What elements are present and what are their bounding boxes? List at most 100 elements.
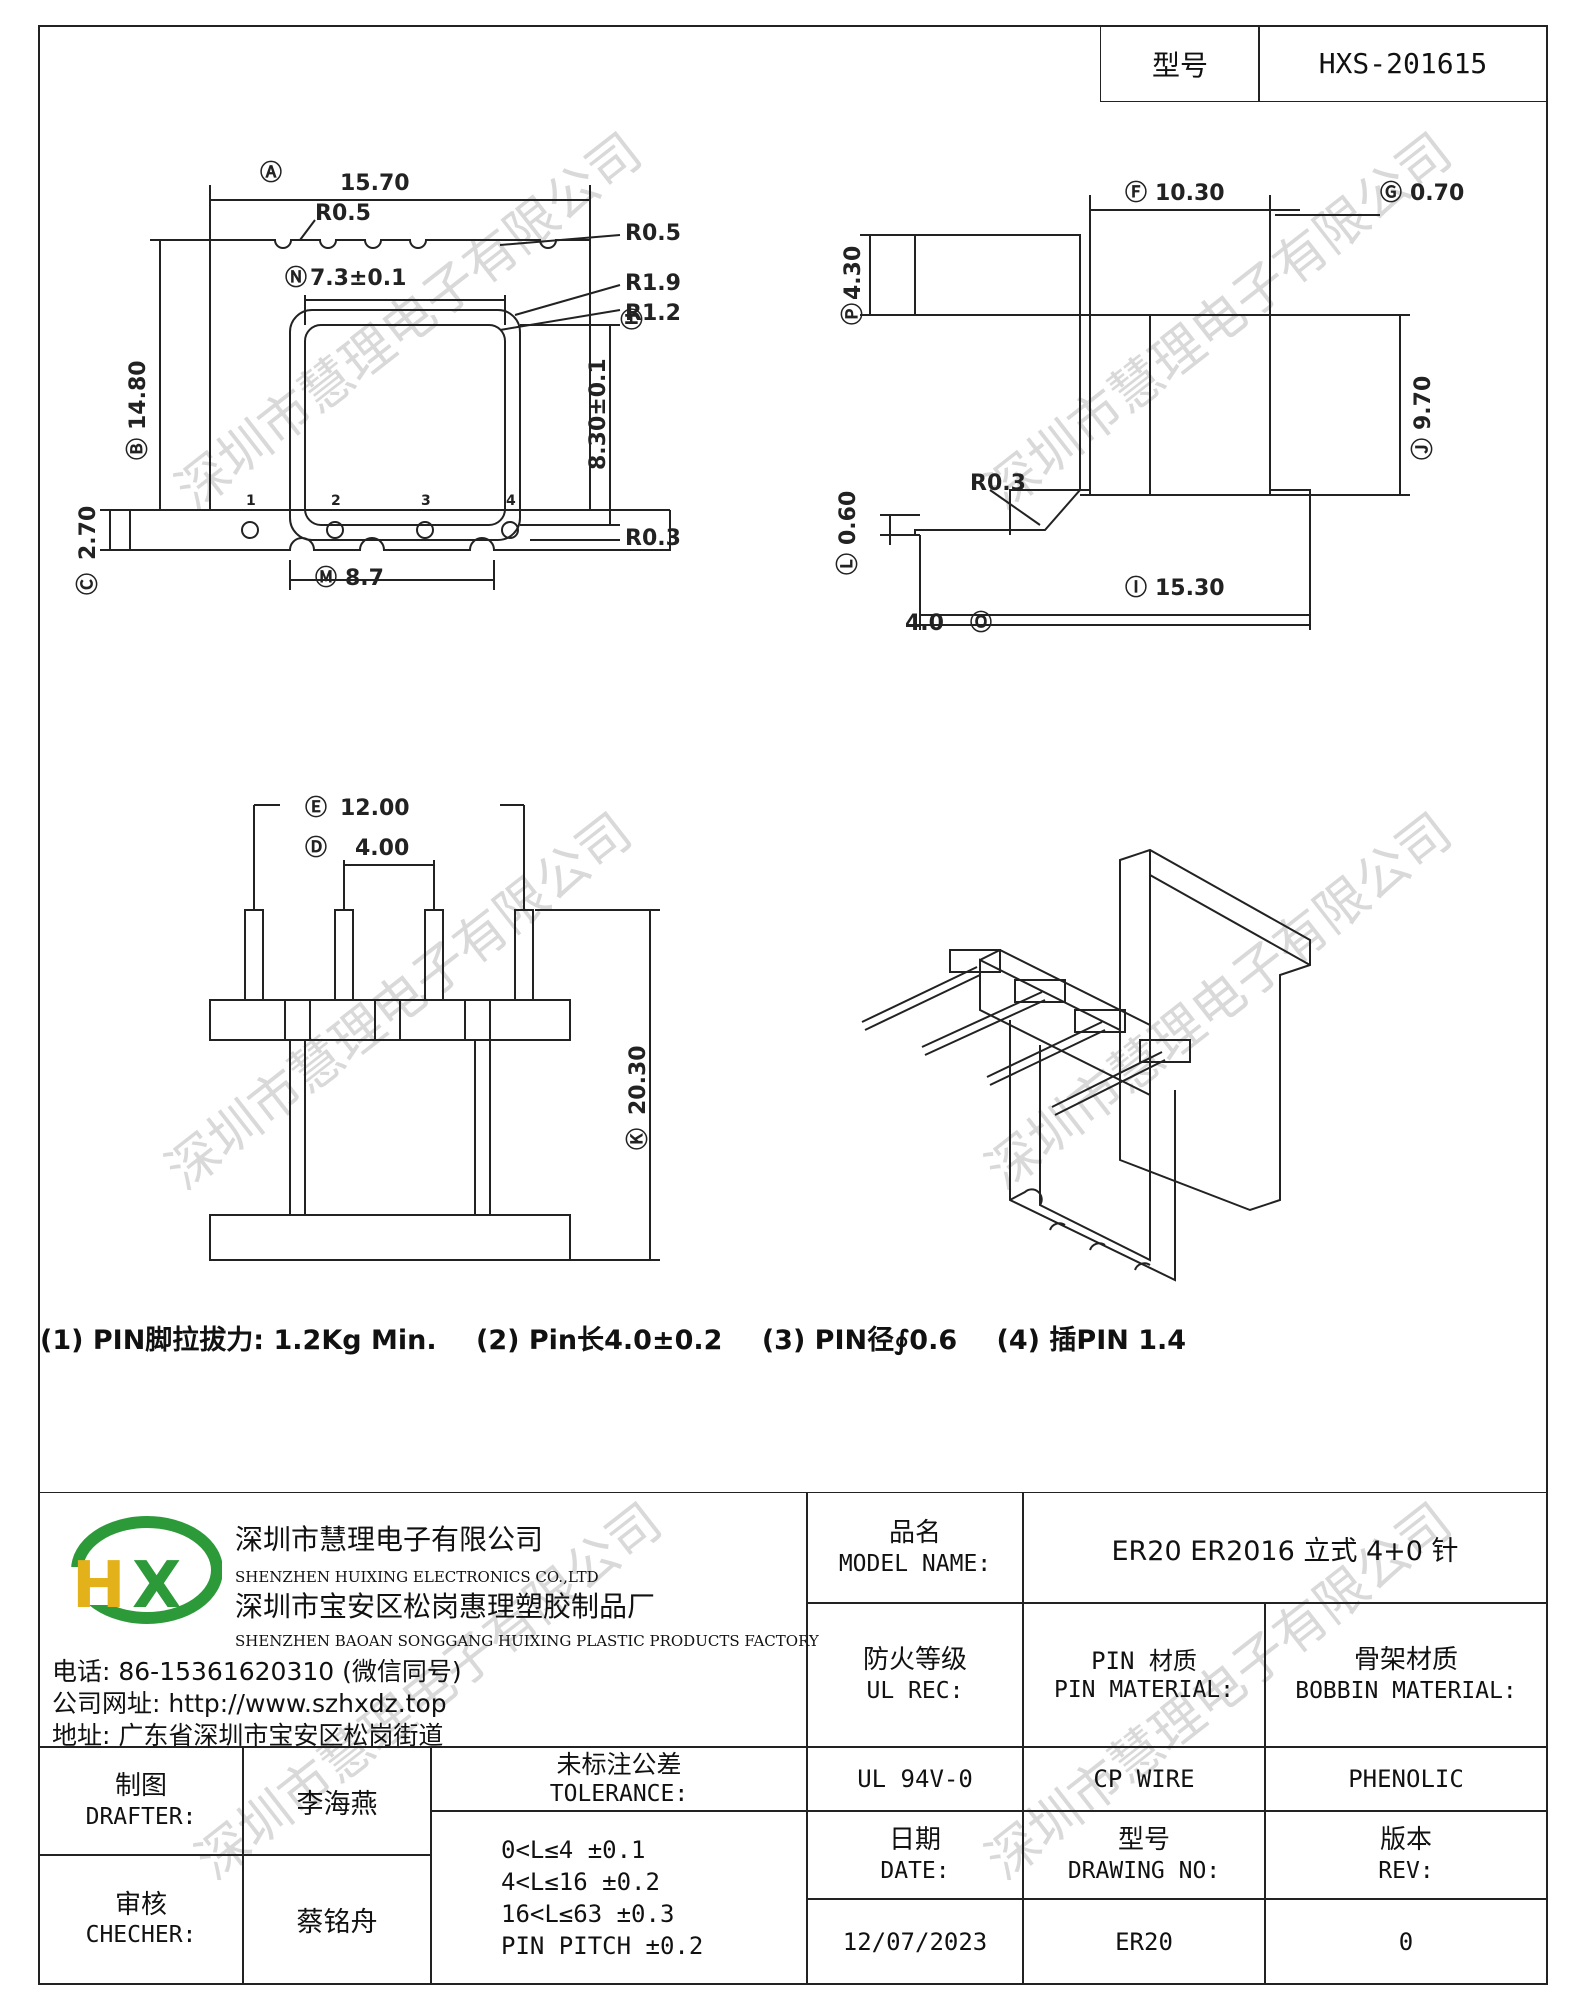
- company-name-en: SHENZHEN HUIXING ELECTRONICS CO.,LTD: [235, 1568, 599, 1586]
- drafter-value: 李海燕: [242, 1746, 432, 1856]
- rev-value: 0: [1264, 1898, 1548, 1985]
- dim-r12: R1.2: [625, 301, 681, 326]
- checker-en: CHECHER:: [85, 1922, 197, 1949]
- label-j: Ⓙ: [1410, 438, 1436, 460]
- fire-cn: 防火等级: [862, 1645, 967, 1676]
- label-f: Ⓕ: [1125, 180, 1147, 206]
- note-3: (3) PIN径∮0.6: [761, 1325, 958, 1356]
- checker-cn: 审核: [114, 1889, 167, 1920]
- company-website: 公司网址: http://www.szhxdz.top: [52, 1689, 447, 1718]
- pin-mat-en: PIN MATERIAL:: [1053, 1676, 1234, 1703]
- dim-p: 4.30: [841, 246, 866, 300]
- dim-r19: R1.9: [625, 271, 681, 296]
- company-logo: H X: [52, 1515, 223, 1635]
- dim-a: 15.70: [340, 171, 410, 196]
- bobbin-value-text: PHENOLIC: [1348, 1765, 1464, 1793]
- tolerance-en: TOLERANCE:: [549, 1781, 689, 1808]
- company-phone: 电话: 86-15361620310 (微信同号): [52, 1657, 462, 1686]
- label-m: Ⓜ: [315, 565, 337, 591]
- dim-o: 4.0: [905, 611, 944, 636]
- drawing-en: DRAWING NO:: [1067, 1857, 1221, 1884]
- model-name-cn: 品名: [888, 1518, 941, 1549]
- dim-c: 2.70: [76, 506, 101, 560]
- drafter-en: DRAFTER:: [85, 1803, 197, 1830]
- note-4: (4) 插PIN 1.4: [996, 1325, 1187, 1356]
- company-box: [38, 1492, 808, 1748]
- pin-label-1: 1: [246, 493, 256, 509]
- label-l: Ⓛ: [835, 553, 861, 575]
- label-c: Ⓒ: [75, 573, 101, 595]
- dim-j: 9.70: [1411, 376, 1436, 430]
- tolerance-cn: 未标注公差: [556, 1750, 682, 1779]
- dim-e: 12.00: [340, 796, 410, 821]
- rev-en: REV:: [1378, 1857, 1434, 1884]
- pin-label-2: 2: [331, 493, 341, 509]
- model-label: 型号: [1100, 25, 1260, 102]
- drawing-no-value: ER20: [1022, 1898, 1266, 1985]
- bobbin-cn: 骨架材质: [1353, 1645, 1458, 1676]
- pin-material-value: CP WIRE: [1022, 1746, 1266, 1812]
- dim-n: 7.3±0.1: [310, 266, 406, 291]
- drawing-cn: 型号: [1117, 1825, 1170, 1856]
- dim-f: 10.30: [1155, 181, 1225, 206]
- model-name-en: MODEL NAME:: [838, 1550, 992, 1577]
- label-o: Ⓞ: [970, 610, 992, 636]
- dim-i: 15.30: [1155, 576, 1225, 601]
- dim-m: 8.7: [345, 566, 384, 591]
- label-b: Ⓑ: [125, 438, 151, 460]
- factory-name-en: SHENZHEN BAOAN SONGGANG HUIXING PLASTIC …: [235, 1632, 819, 1650]
- logo-letter-h: H: [72, 1549, 126, 1623]
- model-name-value-text: ER20 ER2016 立式 4+0 针: [1111, 1535, 1459, 1567]
- isometric-view-drawing: [861, 848, 1311, 1282]
- date-cn: 日期: [888, 1825, 941, 1856]
- fire-en: UL REC:: [866, 1677, 964, 1704]
- company-name-cn: 深圳市慧理电子有限公司: [235, 1523, 544, 1556]
- label-h: Ⓗ: [620, 308, 646, 330]
- bobbin-material-value: PHENOLIC: [1264, 1746, 1548, 1812]
- model-value-text: HXS-201615: [1318, 47, 1488, 80]
- fire-value: UL 94V-0: [806, 1746, 1024, 1812]
- model-name-value: ER20 ER2016 立式 4+0 针: [1022, 1492, 1548, 1604]
- pin-label-3: 3: [421, 493, 431, 509]
- model-label-text: 型号: [1151, 48, 1208, 82]
- checker-value: 蔡铭舟: [242, 1854, 432, 1985]
- logo-icon: H X: [54, 1516, 223, 1624]
- dim-l: 0.60: [836, 491, 861, 545]
- dim-g: 0.70: [1410, 181, 1464, 206]
- company-address: 地址: 广东省深圳市宝安区松岗街道: [52, 1721, 444, 1750]
- dim-r05a: R0.5: [315, 201, 371, 226]
- dim-h: 8.30±0.1: [586, 358, 611, 470]
- pin-label-4: 4: [506, 493, 516, 509]
- dim-r03-side: R0.3: [970, 471, 1026, 496]
- logo-letter-x: X: [132, 1549, 181, 1623]
- rev-value-text: 0: [1398, 1927, 1414, 1956]
- date-value: 12/07/2023: [806, 1898, 1024, 1985]
- pin-mat-value-text: CP WIRE: [1093, 1765, 1195, 1793]
- checker-value-text: 蔡铭舟: [296, 1907, 378, 1938]
- tolerance-row-4: PIN PITCH ±0.2: [501, 1931, 704, 1960]
- label-k: Ⓚ: [625, 1128, 651, 1150]
- fire-value-text: UL 94V-0: [857, 1765, 973, 1793]
- label-i: Ⓘ: [1125, 575, 1147, 601]
- dim-k: 20.30: [626, 1045, 651, 1115]
- label-n: Ⓝ: [285, 265, 307, 291]
- tolerance-row-1: 0<L≤4 ±0.1: [501, 1835, 646, 1864]
- dim-d: 4.00: [355, 836, 409, 861]
- tolerance-row-3: 16<L≤63 ±0.3: [501, 1899, 675, 1928]
- dim-b: 14.80: [126, 360, 151, 430]
- dim-r03: R0.3: [625, 526, 681, 551]
- side-view-drawing: Ⓕ 10.30 Ⓖ 0.70 4.30 Ⓟ 9.70 Ⓙ R0.3 0.60 Ⓛ…: [835, 180, 1464, 636]
- notes-line: (1) PIN脚拉拔力: 1.2Kg Min. (2) Pin长4.0±0.2 …: [40, 1318, 1216, 1357]
- date-en: DATE:: [880, 1857, 950, 1884]
- drafter-value-text: 李海燕: [296, 1788, 378, 1820]
- label-d: Ⓓ: [305, 835, 327, 861]
- drawing-value-text: ER20: [1115, 1927, 1173, 1956]
